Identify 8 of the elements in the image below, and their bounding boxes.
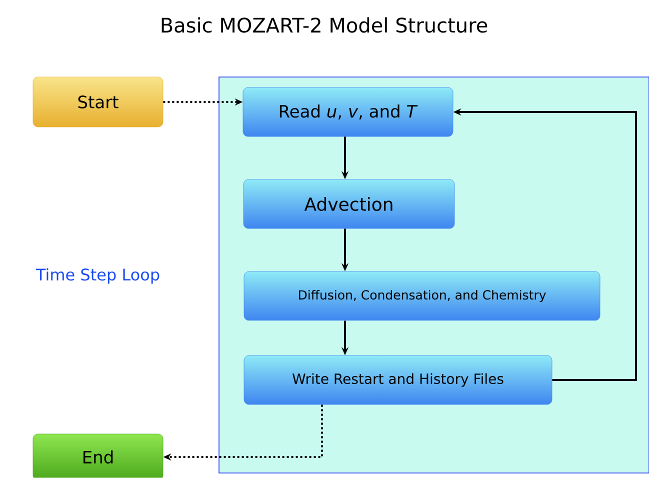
- end-box: End: [32, 434, 164, 478]
- start-box: Start: [32, 76, 164, 128]
- process-box: Diffusion, Condensation, and Chemistry: [244, 271, 600, 321]
- process-box: Write Restart and History Files: [244, 355, 552, 405]
- title: Basic MOZART-2 Model Structure: [162, 17, 488, 33]
- process-box: Advection: [243, 179, 455, 229]
- process-box: Read u, v, and T: [242, 87, 454, 137]
- loop-label: Time Step Loop: [36, 268, 160, 284]
